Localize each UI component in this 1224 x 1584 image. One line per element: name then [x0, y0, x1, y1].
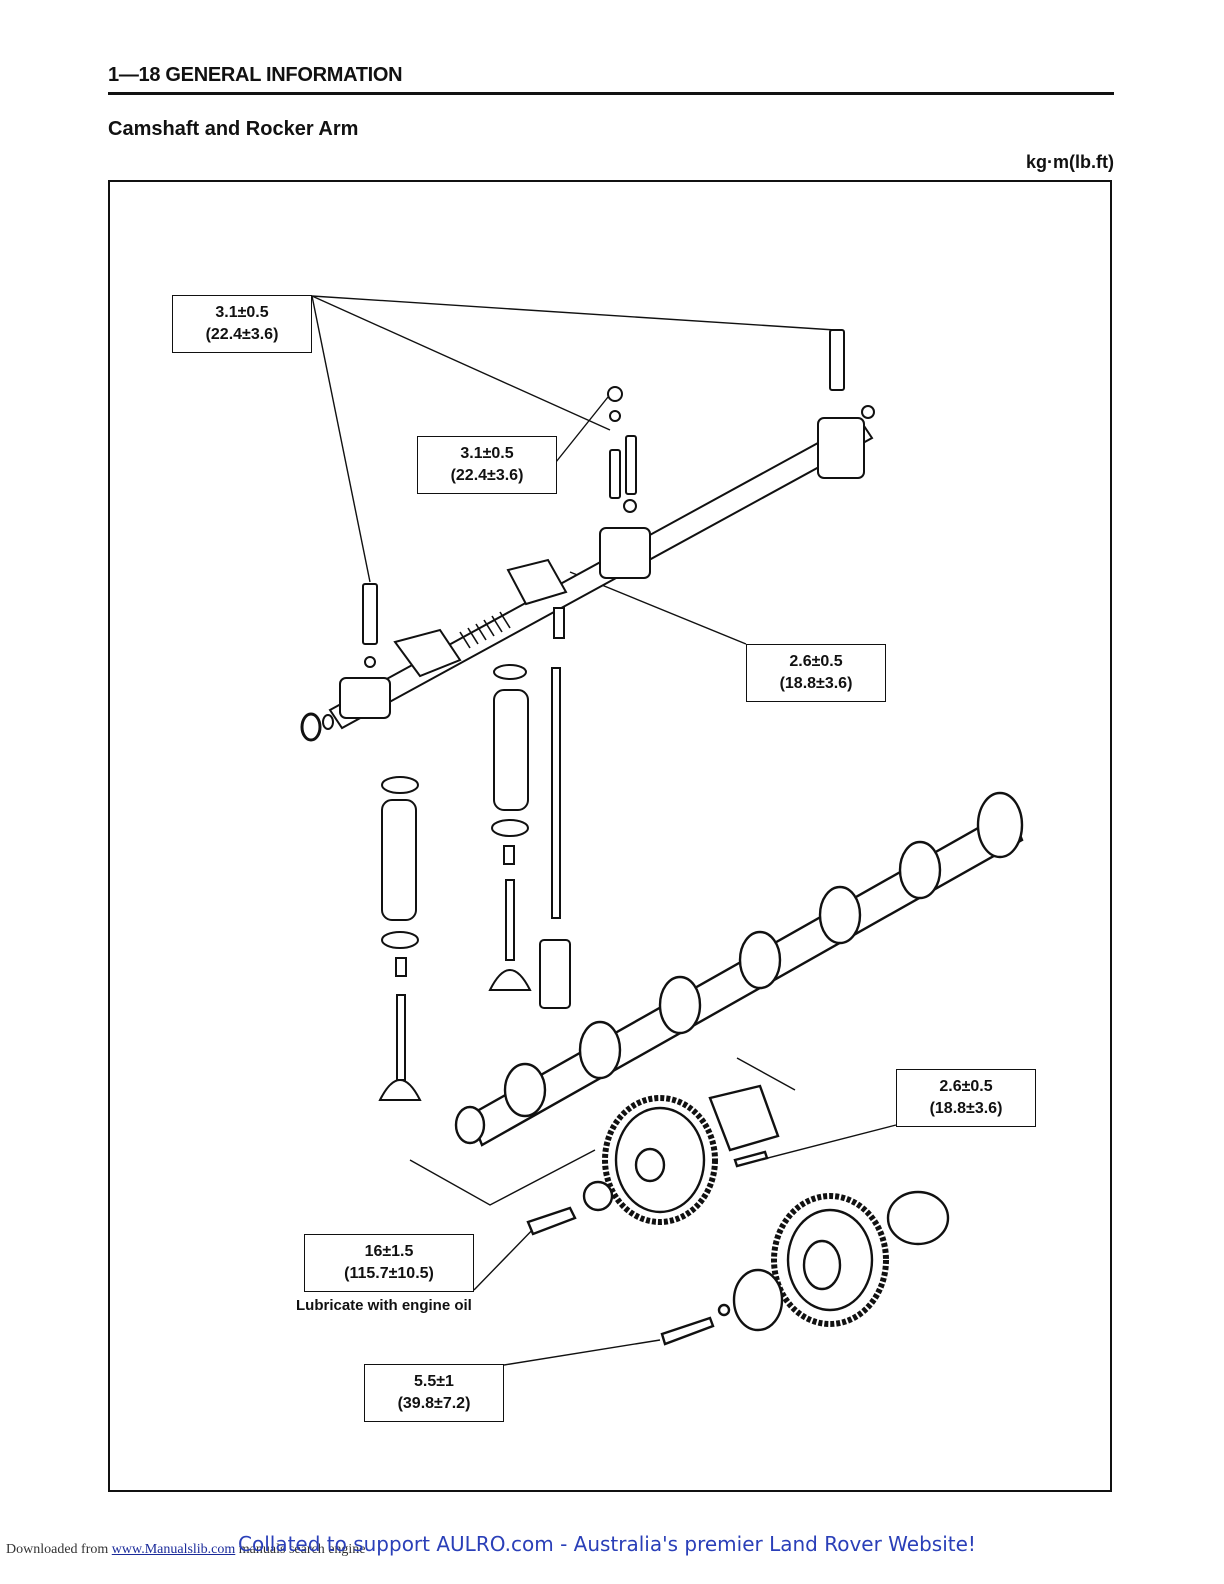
aulro-banner: Collated to support AULRO.com - Australi… [238, 1532, 976, 1556]
manualslib-link[interactable]: www.Manualslib.com [111, 1542, 236, 1557]
download-footer: Downloaded from www.Manualslib.com manua… [6, 1542, 366, 1558]
header-rule [108, 92, 1114, 95]
torque-imperial: (115.7±10.5) [344, 1265, 434, 1282]
torque-imperial: (39.8±7.2) [397, 1395, 471, 1412]
torque-label-rocker-bolt-top: 3.1±0.5 (22.4±3.6) [172, 295, 312, 353]
torque-metric: 3.1±0.5 [215, 304, 269, 321]
camshaft [454, 791, 1024, 1147]
torque-imperial: (22.4±3.6) [450, 467, 524, 484]
rocker-shaft-assembly [300, 405, 875, 742]
bolts-studs [362, 329, 845, 668]
torque-metric: 3.1±0.5 [460, 445, 514, 462]
torque-metric: 5.5±1 [414, 1373, 454, 1390]
torque-metric: 16±1.5 [364, 1243, 414, 1260]
diagram-frame [108, 180, 1112, 1492]
leader-lines [311, 295, 897, 1366]
torque-imperial: (22.4±3.6) [205, 326, 279, 343]
section-header: 1—18 GENERAL INFORMATION [108, 64, 403, 86]
torque-units: kg·m(lb.ft) [1026, 152, 1114, 172]
torque-imperial: (18.8±3.6) [779, 675, 853, 692]
download-prefix: Downloaded from [6, 1542, 112, 1557]
torque-imperial: (18.8±3.6) [929, 1100, 1003, 1117]
torque-label-idler-gear-bolt: 5.5±1 (39.8±7.2) [364, 1364, 504, 1422]
lubricate-note: Lubricate with engine oil [296, 1297, 472, 1314]
page-subtitle: Camshaft and Rocker Arm [108, 118, 359, 140]
torque-label-rocker-stud-mid: 3.1±0.5 (22.4±3.6) [417, 436, 557, 494]
valve-train [378, 664, 571, 1101]
torque-metric: 2.6±0.5 [789, 653, 843, 670]
timing-gears [526, 1084, 950, 1346]
torque-label-rocker-adjust: 2.6±0.5 (18.8±3.6) [746, 644, 886, 702]
torque-label-thrust-plate: 2.6±0.5 (18.8±3.6) [896, 1069, 1036, 1127]
torque-metric: 2.6±0.5 [939, 1078, 993, 1095]
torque-label-cam-gear-bolt: 16±1.5 (115.7±10.5) [304, 1234, 474, 1292]
download-suffix: manuals search engine [235, 1542, 366, 1557]
